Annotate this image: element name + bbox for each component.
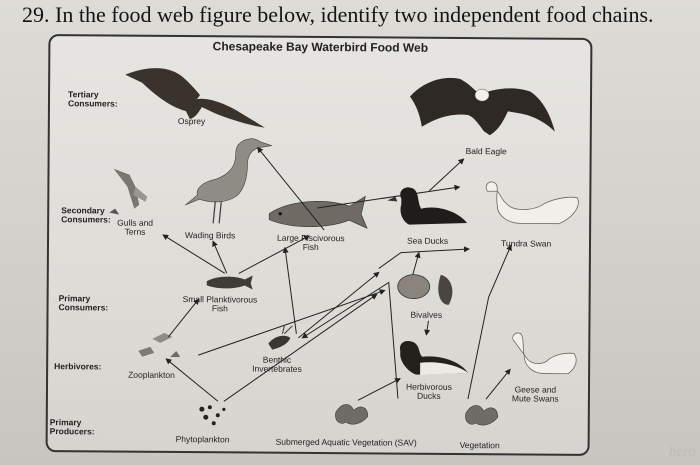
herbivorous-duck-illustration xyxy=(399,341,469,375)
gull-illustration xyxy=(109,168,148,215)
osprey-label: Osprey xyxy=(177,116,206,127)
feeding-arrows xyxy=(162,146,512,402)
phytoplankton-illustration xyxy=(199,405,226,426)
wading-birds-label: Wading Birds xyxy=(185,230,236,241)
sav-illustration xyxy=(335,404,369,425)
vegetation-illustration xyxy=(465,405,499,426)
tundra-swan-label: Tundra Swan xyxy=(500,238,552,249)
mute-swan-illustration xyxy=(512,332,577,375)
sav-label: Submerged Aquatic Vegetation (SAV) xyxy=(275,436,417,448)
sea-duck-illustration xyxy=(387,187,468,225)
tundra-swan-illustration xyxy=(485,181,579,225)
watermark-text: hero xyxy=(669,444,696,460)
herbivores-label: Herbivores: xyxy=(54,361,102,372)
food-web-diagram xyxy=(109,68,579,426)
benthic-invertebrates-illustration xyxy=(268,325,293,350)
osprey-illustration xyxy=(125,68,265,128)
question-text: 29. In the food web figure below, identi… xyxy=(22,2,654,27)
phytoplankton-label: Phytoplankton xyxy=(175,434,230,445)
bivalves-illustration xyxy=(397,274,453,305)
sea-ducks-label: Sea Ducks xyxy=(406,235,449,246)
heron-illustration xyxy=(185,138,272,224)
food-web-figure: Chesapeake Bay Waterbird Food Web xyxy=(45,34,593,456)
bivalves-label: Bivalves xyxy=(410,309,443,320)
bald-eagle-illustration xyxy=(410,77,555,136)
zooplankton-label: Zooplankton xyxy=(128,369,175,380)
planktivorous-fish-illustration xyxy=(206,275,253,290)
bald-eagle-label: Bald Eagle xyxy=(465,146,507,157)
zooplankton-illustration xyxy=(138,332,181,358)
vegetation-label: Vegetation xyxy=(459,439,500,451)
